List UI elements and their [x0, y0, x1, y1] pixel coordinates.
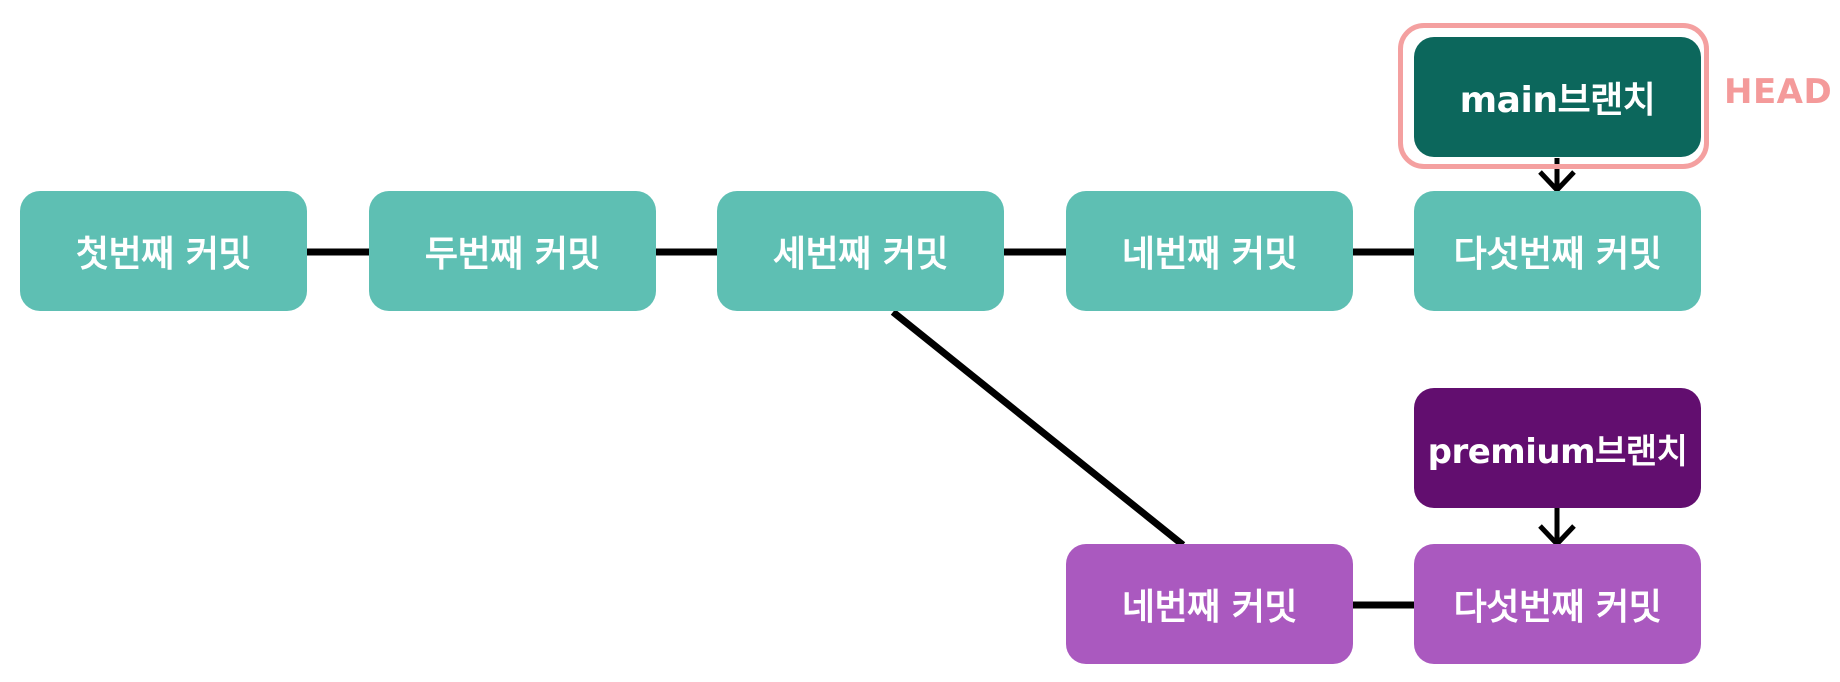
branch-label: premium브랜치: [1427, 431, 1688, 472]
head-label: HEAD: [1724, 72, 1833, 112]
premium-commit-5: 다섯번째 커밋: [1414, 544, 1701, 664]
main-branch-label: main브랜치: [1414, 37, 1701, 157]
commit-label: 다섯번째 커밋: [1453, 234, 1662, 275]
main-commit-4: 네번째 커밋: [1066, 191, 1353, 311]
link-commit3-premium-commit4: [890, 309, 1186, 548]
commit-label: 첫번째 커밋: [75, 234, 252, 275]
main-commit-5: 다섯번째 커밋: [1414, 191, 1701, 311]
commit-label: 네번째 커밋: [1121, 234, 1298, 275]
main-commit-2: 두번째 커밋: [369, 191, 656, 311]
main-branch-pointer-arrowhead: [1538, 170, 1576, 194]
commit-label: 두번째 커밋: [424, 234, 601, 275]
commit-label: 네번째 커밋: [1121, 587, 1298, 628]
premium-commit-4: 네번째 커밋: [1066, 544, 1353, 664]
main-commit-1: 첫번째 커밋: [20, 191, 307, 311]
premium-branch-label: premium브랜치: [1414, 388, 1701, 508]
commit-label: 세번째 커밋: [772, 234, 949, 275]
main-commit-3: 세번째 커밋: [717, 191, 1004, 311]
branch-label: main브랜치: [1459, 80, 1656, 121]
commit-label: 다섯번째 커밋: [1453, 587, 1662, 628]
head-highlight-frame: [1398, 23, 1709, 169]
